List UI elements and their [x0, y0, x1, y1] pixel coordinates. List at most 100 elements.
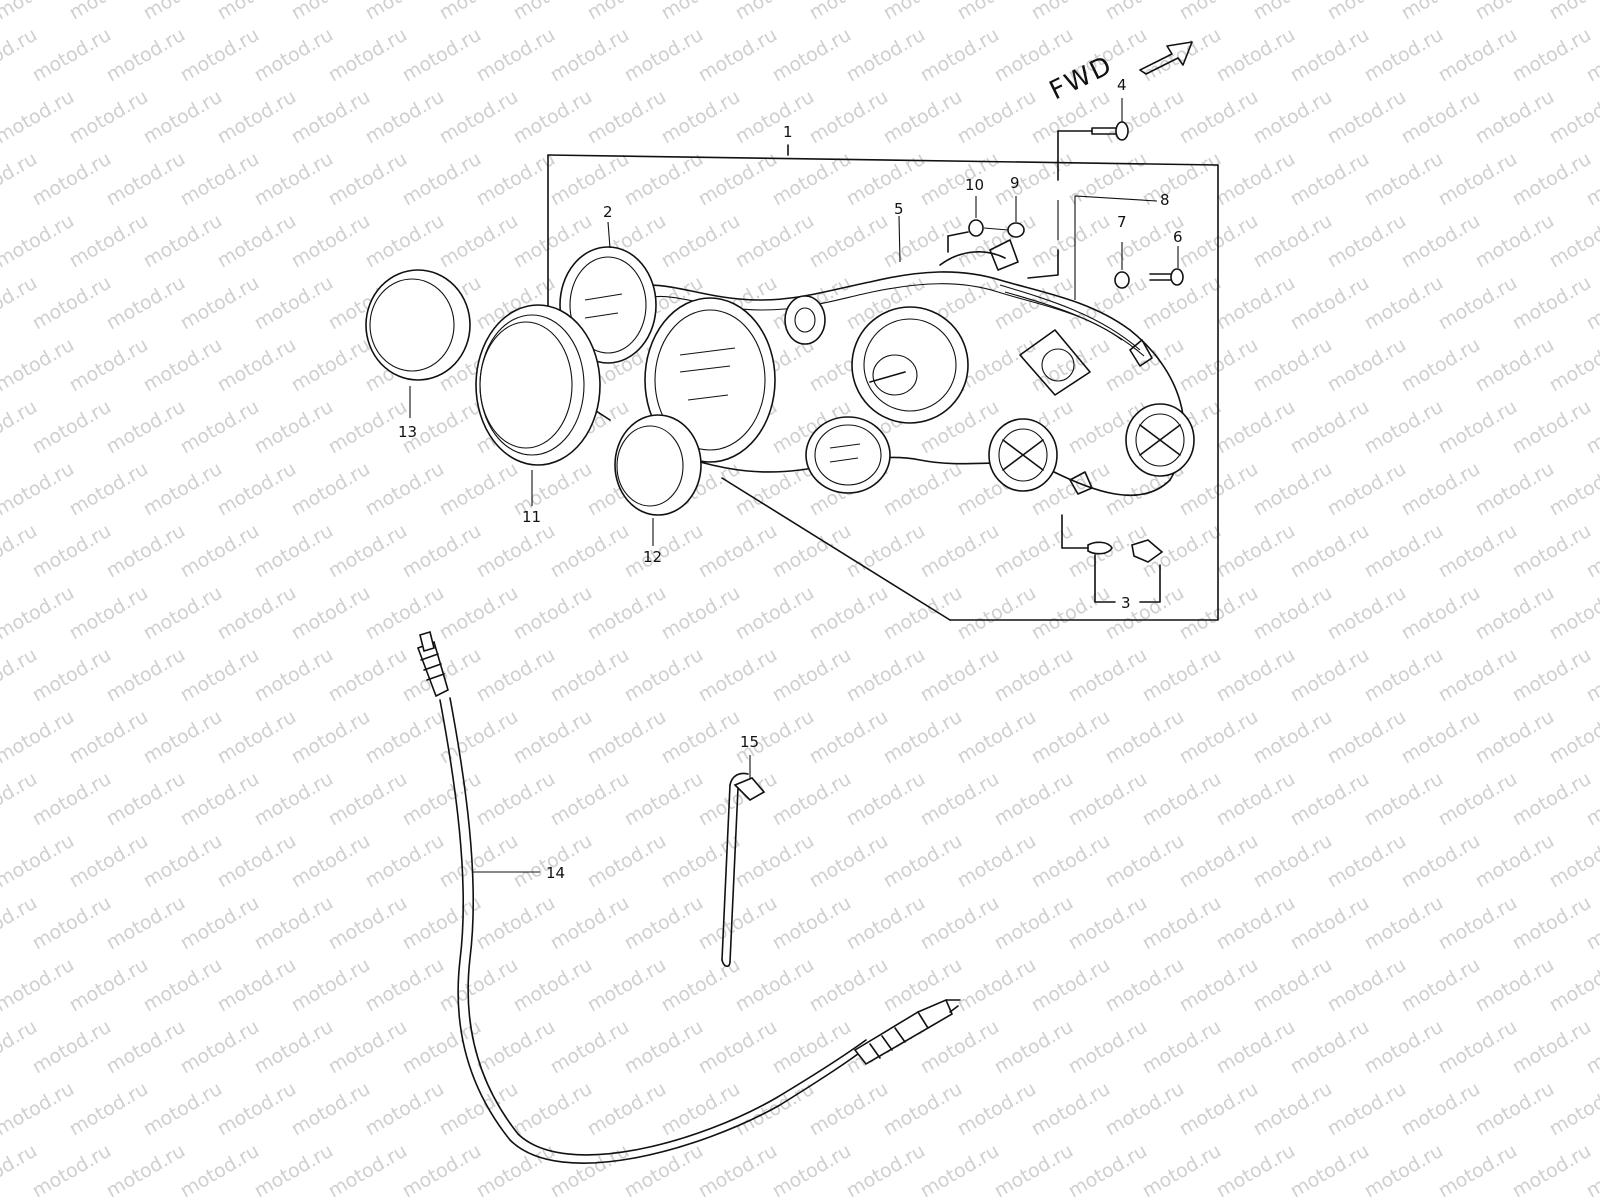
watermark-text: motod.ru: [1213, 768, 1299, 831]
watermark-text: motod.ru: [1028, 954, 1114, 1017]
watermark-text: motod.ru: [880, 954, 966, 1017]
watermark-text: motod.ru: [1435, 520, 1521, 583]
watermark-text: motod.ru: [584, 86, 670, 149]
watermark-text: motod.ru: [362, 582, 448, 645]
watermark-text: motod.ru: [547, 892, 633, 955]
watermark-text: motod.ru: [29, 1140, 115, 1200]
watermark-text: motod.ru: [399, 1140, 485, 1200]
watermark-text: motod.ru: [436, 582, 522, 645]
watermark-text: motod.ru: [1546, 582, 1600, 645]
watermark-text: motod.ru: [917, 148, 1003, 211]
watermark-text: motod.ru: [288, 0, 374, 24]
watermark-text: motod.ru: [732, 1078, 818, 1141]
watermark-text: motod.ru: [510, 706, 596, 769]
watermark-text: motod.ru: [177, 892, 263, 955]
watermark-text: motod.ru: [1213, 644, 1299, 707]
watermark-text: motod.ru: [29, 644, 115, 707]
watermark-text: motod.ru: [1324, 706, 1410, 769]
watermark-text: motod.ru: [954, 582, 1040, 645]
watermark-text: motod.ru: [1065, 768, 1151, 831]
watermark-text: motod.ru: [1139, 1016, 1225, 1079]
watermark-text: motod.ru: [177, 1016, 263, 1079]
watermark-text: motod.ru: [473, 148, 559, 211]
watermark-text: motod.ru: [1435, 396, 1521, 459]
watermark-text: motod.ru: [0, 334, 78, 397]
callout-13: 13: [398, 423, 417, 441]
watermark-text: motod.ru: [0, 458, 78, 521]
watermark-text: motod.ru: [1213, 396, 1299, 459]
watermark-text: motod.ru: [1472, 582, 1558, 645]
watermark-text: motod.ru: [436, 0, 522, 24]
watermark-text: motod.ru: [1361, 396, 1447, 459]
watermark-text: motod.ru: [917, 24, 1003, 87]
callout-7: 7: [1117, 213, 1127, 231]
watermark-text: motod.ru: [0, 954, 78, 1017]
watermark-text: motod.ru: [288, 954, 374, 1017]
part-15-cable-strap: [721, 772, 766, 968]
watermark-text: motod.ru: [1250, 830, 1336, 893]
watermark-text: motod.ru: [214, 582, 300, 645]
part-13-bezel-ring: [365, 269, 471, 381]
callout-15: 15: [740, 733, 759, 751]
watermark-text: motod.ru: [880, 706, 966, 769]
watermark-text: motod.ru: [1028, 706, 1114, 769]
watermark-text: motod.ru: [473, 24, 559, 87]
watermark-text: motod.ru: [103, 520, 189, 583]
watermark-text: motod.ru: [695, 892, 781, 955]
watermark-text: motod.ru: [1398, 86, 1484, 149]
watermark-text: motod.ru: [473, 768, 559, 831]
watermark-text: motod.ru: [843, 892, 929, 955]
watermark-text: motod.ru: [399, 768, 485, 831]
watermark-text: motod.ru: [1398, 830, 1484, 893]
watermark-text: motod.ru: [1509, 520, 1595, 583]
watermark-text: motod.ru: [1176, 1078, 1262, 1141]
watermark-text: motod.ru: [658, 86, 744, 149]
watermark-text: motod.ru: [991, 148, 1077, 211]
watermark-text: motod.ru: [1028, 830, 1114, 893]
watermark-text: motod.ru: [1139, 1140, 1225, 1200]
watermark-text: motod.ru: [1102, 86, 1188, 149]
watermark-text: motod.ru: [288, 210, 374, 273]
watermark-text: motod.ru: [288, 334, 374, 397]
watermark-text: motod.ru: [1361, 272, 1447, 335]
watermark-text: motod.ru: [806, 210, 892, 273]
watermark-text: motod.ru: [732, 0, 818, 24]
callout-14: 14: [546, 864, 565, 882]
watermark-text: motod.ru: [547, 768, 633, 831]
watermark-text: motod.ru: [880, 458, 966, 521]
watermark-text: motod.ru: [1287, 1016, 1373, 1079]
watermark-text: motod.ru: [362, 954, 448, 1017]
watermark-text: motod.ru: [769, 1016, 855, 1079]
watermark-text: motod.ru: [621, 1016, 707, 1079]
watermark-text: motod.ru: [177, 396, 263, 459]
watermark-text: motod.ru: [1361, 520, 1447, 583]
watermark-text: motod.ru: [954, 706, 1040, 769]
watermark-text: motod.ru: [436, 458, 522, 521]
watermark-text: motod.ru: [1102, 582, 1188, 645]
watermark-text: motod.ru: [103, 1140, 189, 1200]
watermark-text: motod.ru: [1361, 1016, 1447, 1079]
callout-6: 6: [1173, 228, 1183, 246]
watermark-text: motod.ru: [695, 520, 781, 583]
watermark-text: motod.ru: [954, 0, 1040, 24]
watermark-text: motod.ru: [1324, 582, 1410, 645]
watermark-text: motod.ru: [584, 0, 670, 24]
watermark-text: motod.ru: [103, 892, 189, 955]
callout-11: 11: [522, 508, 541, 526]
watermark-text: motod.ru: [1213, 892, 1299, 955]
callout-10: 10: [965, 176, 984, 194]
watermark-text: motod.ru: [1361, 24, 1447, 87]
watermark-text: motod.ru: [991, 1140, 1077, 1200]
watermark-text: motod.ru: [769, 520, 855, 583]
part-12-bezel-ring: [614, 414, 702, 516]
watermark-text: motod.ru: [66, 1078, 152, 1141]
watermark-text: motod.ru: [140, 706, 226, 769]
watermark-text: motod.ru: [917, 892, 1003, 955]
callout-1: 1: [783, 123, 793, 141]
watermark-text: motod.ru: [0, 706, 78, 769]
watermark-text: motod.ru: [1398, 210, 1484, 273]
watermark-text: motod.ru: [29, 892, 115, 955]
watermark-text: motod.ru: [954, 86, 1040, 149]
watermark-text: motod.ru: [29, 1016, 115, 1079]
watermark-text: motod.ru: [547, 1016, 633, 1079]
